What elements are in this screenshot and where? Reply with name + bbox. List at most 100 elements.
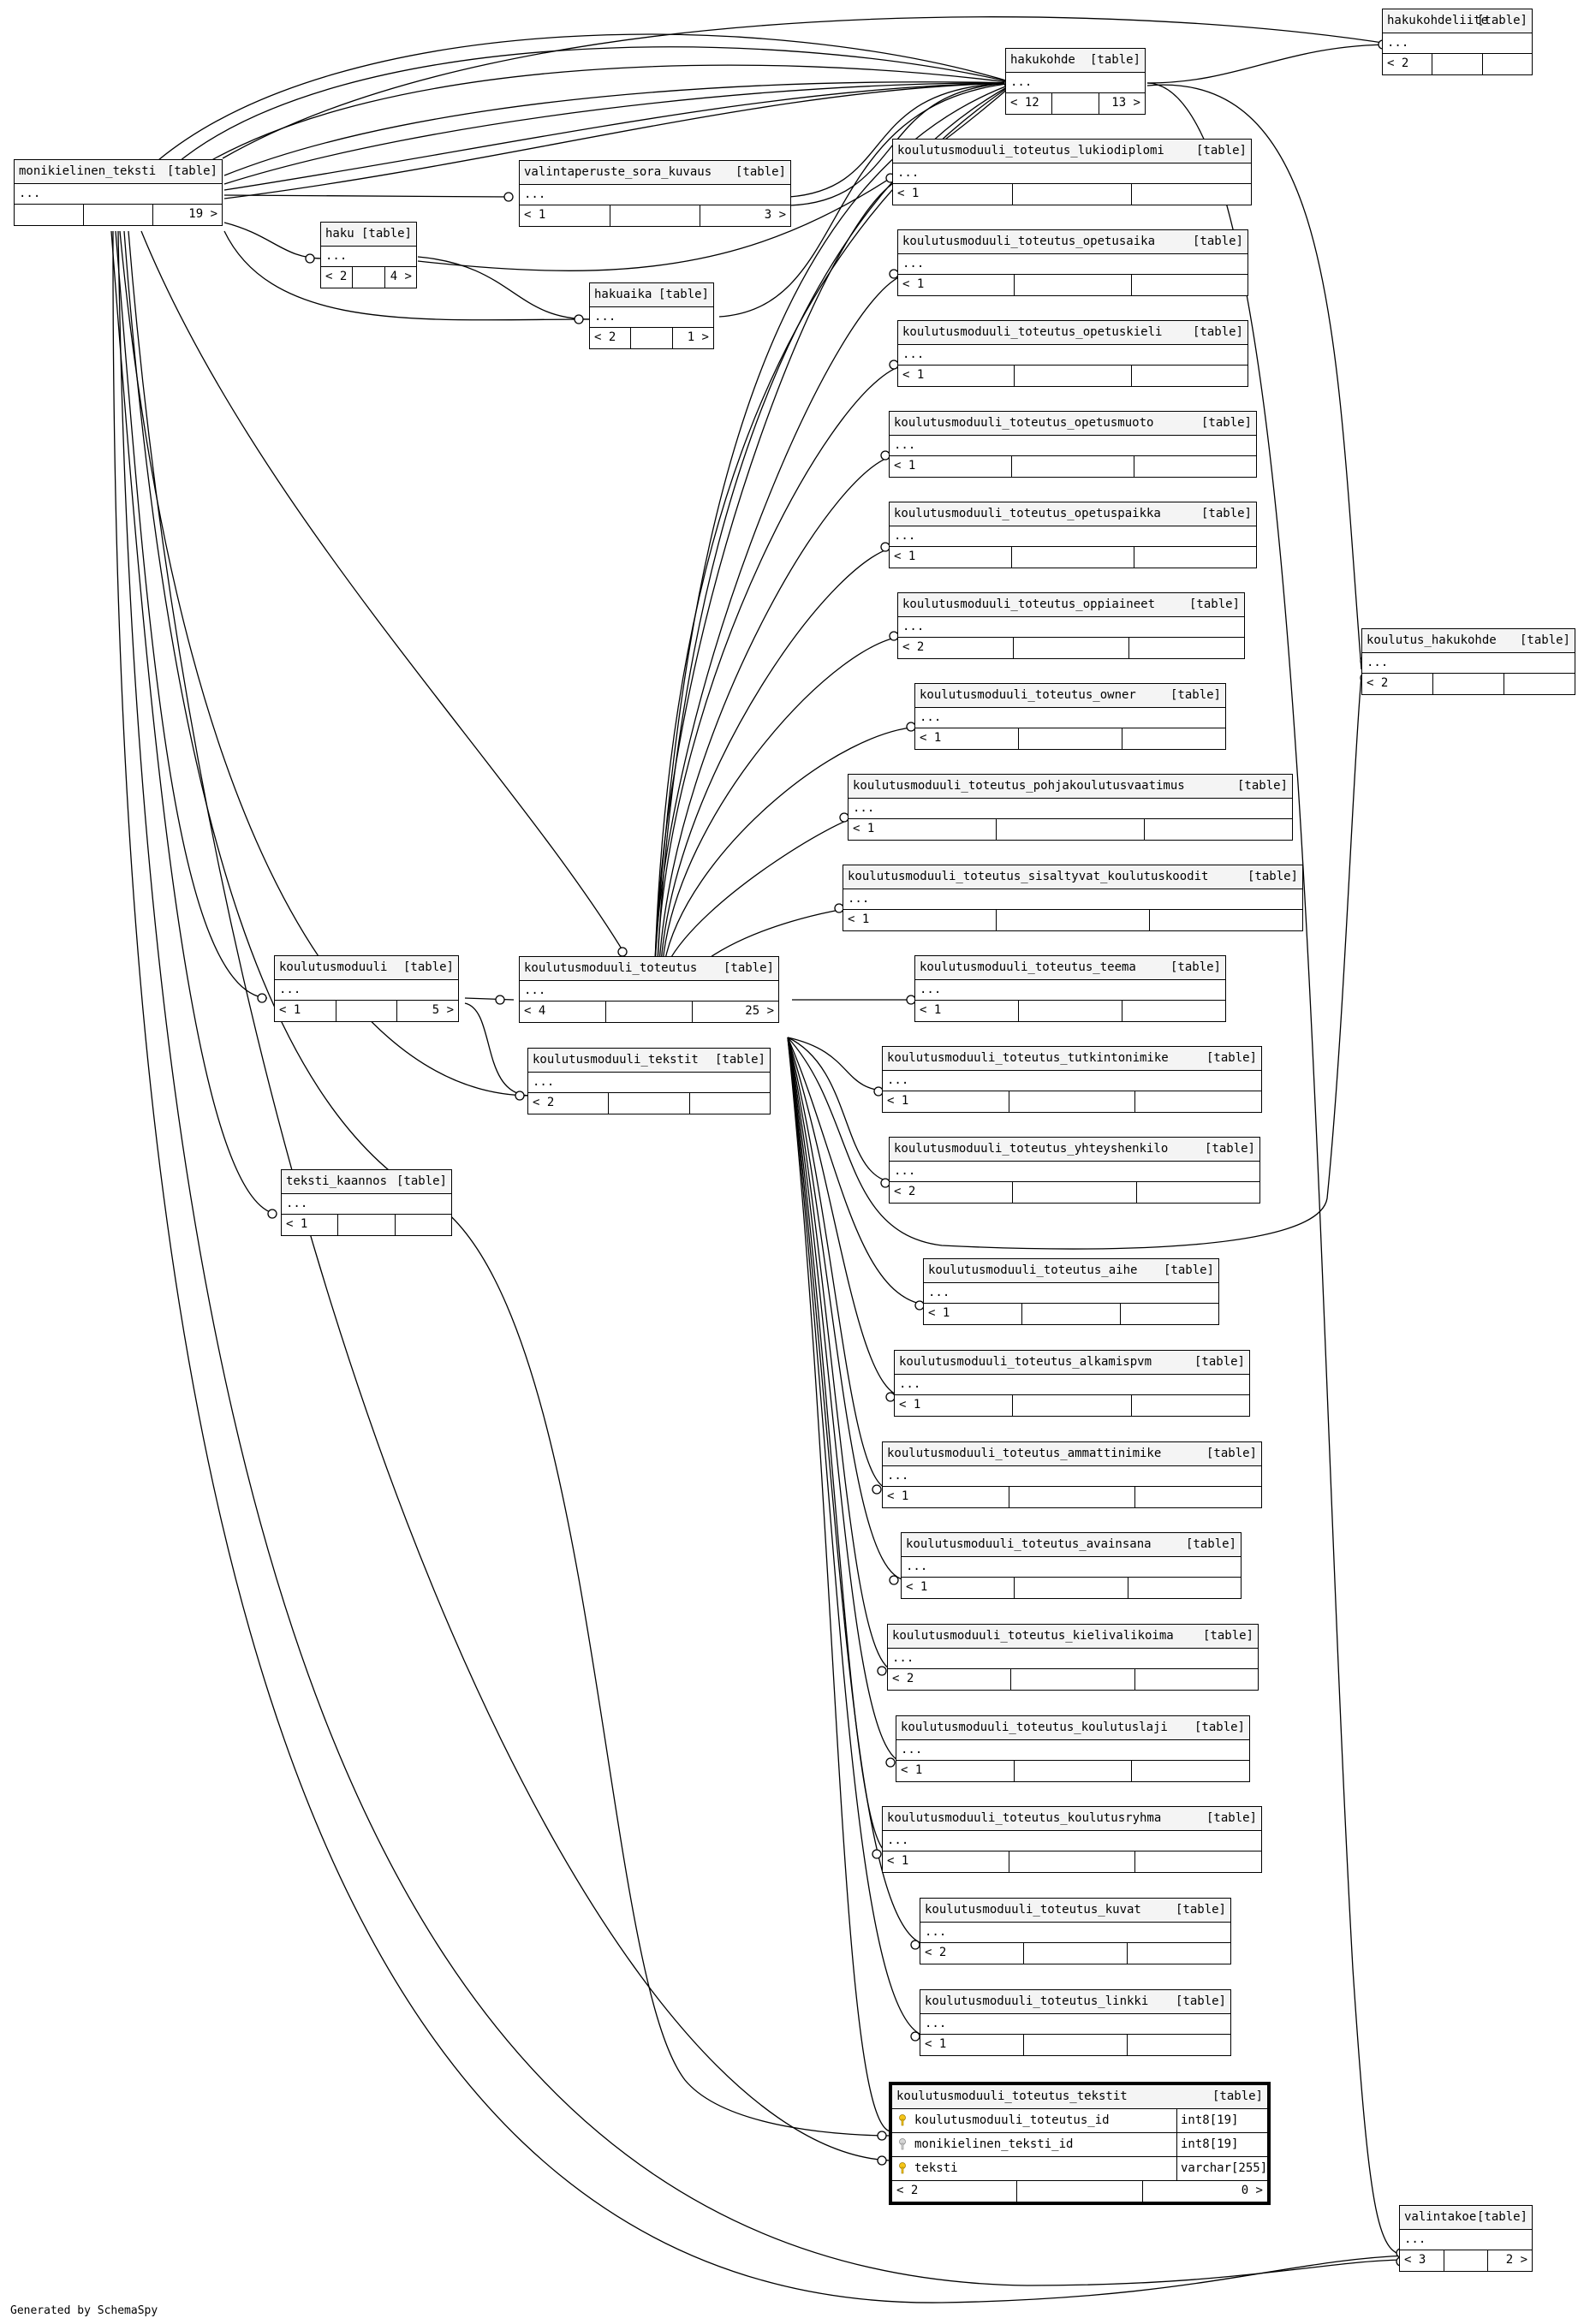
table-tag: [table] <box>1519 633 1570 647</box>
table-koulutusmoduuli-tekstit[interactable]: koulutusmoduuli_tekstit[table] ... < 2 <box>527 1048 771 1114</box>
children-count: 25 > <box>745 1004 774 1018</box>
table-toteutus-aihe[interactable]: koulutusmoduuli_toteutus_aihe[table] ...… <box>923 1258 1219 1325</box>
table-toteutus-teema[interactable]: koulutusmoduuli_toteutus_teema[table] ..… <box>914 955 1226 1022</box>
column-row[interactable]: koulutusmoduuli_toteutus_id int8[19] <box>892 2109 1267 2133</box>
column-row[interactable]: monikielinen_teksti_id int8[19] <box>892 2133 1267 2157</box>
table-toteutus-koulutusryhma[interactable]: koulutusmoduuli_toteutus_koulutusryhma[t… <box>882 1806 1262 1873</box>
parents-count: < 2 <box>1383 54 1433 74</box>
table-toteutus-opetusmuoto[interactable]: koulutusmoduuli_toteutus_opetusmuoto[tab… <box>889 411 1257 478</box>
table-toteutus-opetusaika[interactable]: koulutusmoduuli_toteutus_opetusaika[tabl… <box>897 229 1248 296</box>
table-tag: [table] <box>1206 1447 1257 1460</box>
table-toteutus-kuvat[interactable]: koulutusmoduuli_toteutus_kuvat[table] ..… <box>920 1898 1231 1964</box>
table-tag: [table] <box>1188 597 1240 611</box>
parents-count: < 2 <box>590 328 632 348</box>
table-valintaperuste-sora-kuvaus[interactable]: valintaperuste_sora_kuvaus[table] ... < … <box>519 160 791 227</box>
table-toteutus-oppiaineet[interactable]: koulutusmoduuli_toteutus_oppiaineet[tabl… <box>897 592 1245 659</box>
table-tag: [table] <box>1089 53 1140 67</box>
rows-count <box>1433 674 1504 694</box>
table-toteutus-alkamispvm[interactable]: koulutusmoduuli_toteutus_alkamispvm[tabl… <box>894 1350 1250 1417</box>
rows-count <box>1009 1851 1136 1872</box>
table-koulutusmoduuli-toteutus-tekstit[interactable]: koulutusmoduuli_toteutus_tekstit[table] … <box>889 2082 1271 2205</box>
children-count <box>1137 1182 1259 1203</box>
table-tag: [table] <box>1194 1721 1245 1734</box>
table-name: koulutusmoduuli_toteutus_owner <box>920 688 1136 702</box>
children-count <box>1128 1578 1241 1598</box>
table-toteutus-sisaltyvat-koulutuskoodit[interactable]: koulutusmoduuli_toteutus_sisaltyvat_koul… <box>843 865 1303 931</box>
table-toteutus-owner[interactable]: koulutusmoduuli_toteutus_owner [table] ..… <box>914 683 1226 750</box>
table-monikielinen-teksti[interactable]: monikielinen_teksti[table] ... 19 > <box>14 159 223 226</box>
table-toteutus-kielivalikoima[interactable]: koulutusmoduuli_toteutus_kielivalikoima[… <box>887 1624 1259 1691</box>
table-koulutus-hakukohde[interactable]: koulutus_hakukohde[table] ... < 2 <box>1361 628 1575 695</box>
parents-count: < 1 <box>920 2035 1024 2055</box>
table-toteutus-opetuspaikka[interactable]: koulutusmoduuli_toteutus_opetuspaikka[ta… <box>889 502 1257 568</box>
rows-count <box>997 819 1145 840</box>
table-toteutus-lukiodiplomi[interactable]: koulutusmoduuli_toteutus_lukiodiplomi[ta… <box>892 139 1252 205</box>
children-count <box>1135 1669 1258 1690</box>
table-tag: [table] <box>1476 14 1527 27</box>
rows-count <box>1432 54 1483 74</box>
table-name: valintaperuste_sora_kuvaus <box>524 165 712 179</box>
parents-count: < 1 <box>883 1851 1009 1872</box>
table-tag: [table] <box>658 288 709 301</box>
column-type: int8[19] <box>1176 2133 1238 2156</box>
rows-count <box>353 267 385 288</box>
table-columns-placeholder: ... <box>901 1743 923 1756</box>
table-teksti-kaannos[interactable]: teksti_kaannos[table] ... < 1 <box>281 1169 452 1236</box>
table-toteutus-ammattinimike[interactable]: koulutusmoduuli_toteutus_ammattinimike[t… <box>882 1441 1262 1508</box>
parents-count: < 1 <box>890 456 1012 477</box>
table-columns-placeholder: ... <box>19 187 41 200</box>
table-columns-placeholder: ... <box>894 1164 916 1178</box>
parents-count: < 1 <box>282 1215 339 1235</box>
parents-count: < 1 <box>898 275 1015 295</box>
column-row[interactable]: teksti varchar[255] <box>892 2157 1267 2181</box>
table-tag: [table] <box>714 1053 765 1067</box>
table-toteutus-tutkintonimike[interactable]: koulutusmoduuli_toteutus_tutkintonimike[… <box>882 1046 1262 1113</box>
table-name: koulutusmoduuli_toteutus_avainsana <box>906 1537 1152 1551</box>
table-columns-placeholder: ... <box>925 1925 947 1939</box>
parents-count: < 3 <box>1400 2250 1444 2271</box>
table-tag: [table] <box>1204 1142 1255 1156</box>
children-count: 0 > <box>1241 2184 1263 2197</box>
rows-count <box>84 205 153 225</box>
table-tag: [table] <box>1212 2089 1263 2103</box>
table-toteutus-koulutuslaji[interactable]: koulutusmoduuli_toteutus_koulutuslaji[ta… <box>896 1715 1250 1782</box>
table-columns-placeholder: ... <box>899 1377 921 1391</box>
rows-count <box>606 1002 693 1022</box>
table-toteutus-opetuskieli[interactable]: koulutusmoduuli_toteutus_opetuskieli[tab… <box>897 320 1248 387</box>
column-name: teksti <box>914 2161 958 2175</box>
rows-count <box>1009 1091 1136 1112</box>
table-hakukohdeliite[interactable]: hakukohdeliite[table] ... < 2 <box>1382 9 1533 75</box>
children-count <box>1483 54 1532 74</box>
table-columns-placeholder: ... <box>920 710 942 724</box>
table-toteutus-linkki[interactable]: koulutusmoduuli_toteutus_linkki[table] .… <box>920 1989 1231 2056</box>
table-toteutus-pohjakoulutusvaatimus[interactable]: koulutusmoduuli_toteutus_pohjakoulutusva… <box>848 774 1293 841</box>
table-columns-placeholder: ... <box>892 1651 914 1665</box>
rows-count <box>1013 184 1133 205</box>
table-tag: [table] <box>1175 1994 1226 2008</box>
table-toteutus-avainsana[interactable]: koulutusmoduuli_toteutus_avainsana [table… <box>901 1532 1242 1599</box>
children-count: 13 > <box>1111 96 1140 110</box>
table-tag: [table] <box>1185 1537 1236 1551</box>
table-tag: [table] <box>1476 2210 1527 2224</box>
table-tag: [table] <box>1163 1263 1214 1277</box>
table-columns-placeholder: ... <box>902 620 925 633</box>
table-toteutus-yhteyshenkilo[interactable]: koulutusmoduuli_toteutus_yhteyshenkilo[t… <box>889 1137 1260 1204</box>
table-columns-placeholder: ... <box>848 892 870 906</box>
rows-count <box>1022 1304 1121 1324</box>
table-tag: [table] <box>1170 688 1221 702</box>
table-tag: [table] <box>735 165 786 179</box>
table-name: koulutusmoduuli_toteutus_opetuskieli <box>902 325 1163 339</box>
table-tag: [table] <box>402 960 454 974</box>
table-columns-placeholder: ... <box>897 166 920 180</box>
table-name: koulutusmoduuli_toteutus_sisaltyvat_koul… <box>848 870 1209 883</box>
children-count: 1 > <box>687 330 709 344</box>
table-name: koulutusmoduuli <box>279 960 388 974</box>
table-columns-placeholder: ... <box>902 348 925 361</box>
children-count <box>1132 275 1248 295</box>
